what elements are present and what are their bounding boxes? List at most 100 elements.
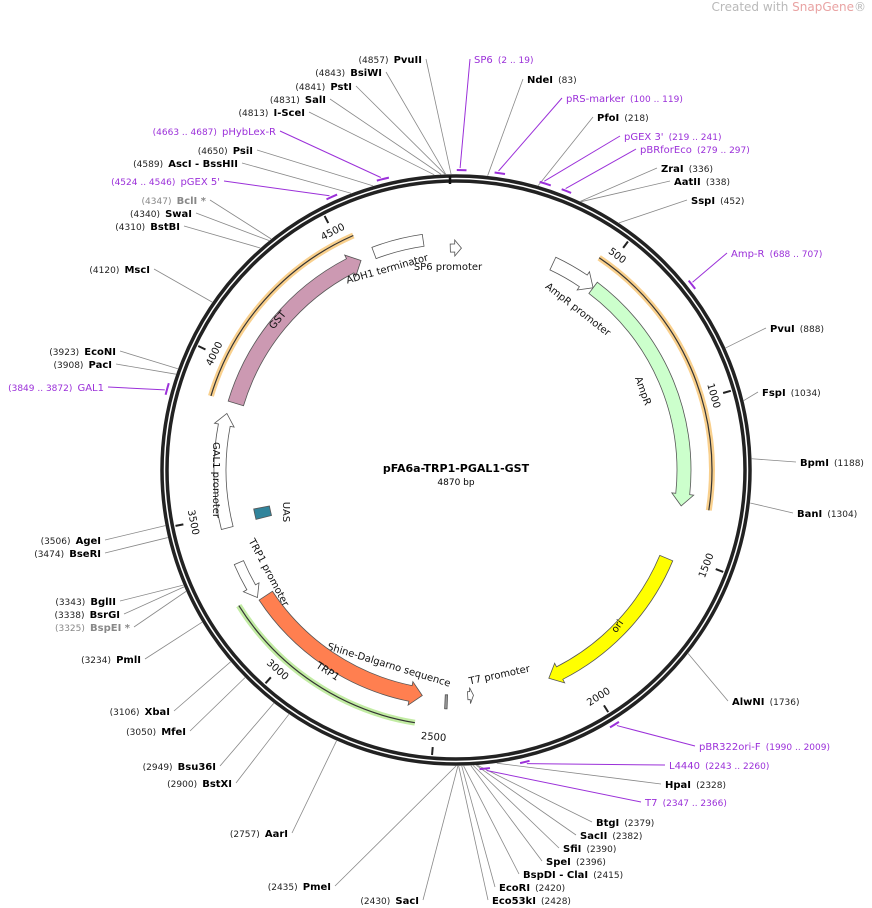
site-label[interactable]: (4813) I-SceI: [238, 101, 305, 120]
primer-mark: [376, 176, 390, 182]
site-line: [133, 591, 187, 628]
feature-trp1[interactable]: [258, 590, 423, 707]
site-label[interactable]: AatII (338): [674, 170, 730, 189]
site-label[interactable]: SacII (2382): [580, 824, 642, 843]
site-label[interactable]: SspI (452): [691, 189, 744, 208]
tick-mark: [715, 568, 724, 573]
site-label[interactable]: ZraI (336): [661, 157, 713, 176]
primer-mark: [609, 721, 620, 729]
site-label[interactable]: Eco53kI (2428): [492, 889, 571, 908]
site-label[interactable]: (4120) MscI: [89, 258, 150, 277]
feature-uas[interactable]: [253, 505, 272, 520]
site-label[interactable]: (4347) BclI *: [142, 189, 207, 208]
site-label[interactable]: EcoRI (2420): [499, 876, 565, 895]
site-label[interactable]: (4857) PvuII: [359, 48, 422, 67]
site-position: (2379): [624, 819, 654, 829]
site-label[interactable]: (4650) PsiI: [198, 139, 253, 158]
plasmid-name: pFA6a-TRP1-PGAL1-GST: [383, 462, 530, 475]
site-label[interactable]: NdeI (83): [527, 68, 577, 87]
primer-label[interactable]: pRS-marker (100 .. 119): [566, 87, 683, 106]
site-label[interactable]: (3325) BspEI *: [55, 616, 131, 635]
site-label[interactable]: PfoI (218): [597, 106, 649, 125]
site-label[interactable]: (4310) BstBI: [115, 215, 180, 234]
site-label[interactable]: BanI (1304): [797, 502, 857, 521]
primer-label[interactable]: pBR322ori-F (1990 .. 2009): [699, 735, 830, 754]
site-label[interactable]: (4831) SalI: [270, 88, 326, 107]
site-name: SacI: [395, 896, 419, 907]
site-position: (4843): [315, 69, 345, 79]
site-label[interactable]: (2435) PmeI: [268, 875, 331, 894]
site-name: SacII: [580, 831, 607, 842]
orf-line: [238, 605, 415, 724]
site-label[interactable]: BpmI (1188): [800, 451, 864, 470]
site-label[interactable]: BtgI (2379): [596, 811, 654, 830]
site-line: [687, 653, 729, 702]
site-name: NdeI: [527, 75, 553, 86]
backbone-outer: [160, 174, 752, 766]
primer-line: [279, 130, 382, 178]
site-line: [487, 78, 524, 176]
site-name: PmlI: [116, 655, 141, 666]
site-label[interactable]: (2949) Bsu36I: [143, 755, 216, 774]
primer-name: Amp-R: [731, 249, 765, 260]
site-label[interactable]: (3343) BglII: [55, 590, 116, 609]
site-label[interactable]: (4589) AscI - BssHII: [133, 152, 238, 171]
feature-ori[interactable]: [548, 554, 674, 684]
site-label[interactable]: (4340) SwaI: [130, 202, 192, 221]
site-line: [195, 212, 270, 241]
site-label[interactable]: BspDI - ClaI (2415): [523, 863, 623, 882]
site-label[interactable]: PvuI (888): [770, 317, 824, 336]
primer-label[interactable]: pBRforEco (279 .. 297): [640, 138, 750, 157]
orf-line: [210, 234, 354, 397]
feature-gst[interactable]: [227, 254, 362, 407]
feature-sp6-promoter[interactable]: [449, 238, 462, 258]
site-label[interactable]: (3474) BseRI: [34, 542, 101, 561]
site-name: ZraI: [661, 164, 684, 175]
site-position: (4120): [89, 266, 119, 276]
feature-trp1-promoter[interactable]: [233, 560, 260, 599]
primer-label[interactable]: T7 (2347 .. 2366): [644, 791, 727, 810]
site-label[interactable]: (2430) SacI: [360, 889, 419, 908]
primer-name: T7: [644, 798, 657, 809]
site-name: PvuII: [394, 55, 422, 66]
site-label[interactable]: SfiI (2390): [563, 837, 616, 856]
site-label[interactable]: (3234) PmlI: [81, 648, 141, 667]
site-label[interactable]: (3106) XbaI: [110, 700, 170, 719]
feature-ampr[interactable]: [588, 281, 695, 507]
site-label[interactable]: (3923) EcoNI: [49, 340, 116, 359]
site-name: PvuI: [770, 324, 795, 335]
site-line: [183, 225, 261, 249]
site-label[interactable]: FspI (1034): [762, 381, 821, 400]
site-name: AlwNI: [732, 697, 765, 708]
primer-name: pBRforEco: [640, 145, 692, 156]
feature-adh1-terminator[interactable]: [371, 233, 425, 260]
primer-label[interactable]: pGEX 3' (219 .. 241): [624, 125, 721, 144]
site-label[interactable]: (4843) BsiWI: [315, 61, 382, 80]
primer-label[interactable]: (4524 .. 4546) pGEX 5': [111, 170, 220, 189]
primer-label[interactable]: SP6 (2 .. 19): [474, 48, 534, 67]
site-line: [743, 391, 759, 401]
site-label[interactable]: (2757) AarI: [230, 822, 288, 841]
feature-shine-dalgarno-sequence[interactable]: [444, 694, 449, 710]
site-label[interactable]: (3050) MfeI: [126, 720, 186, 739]
primer-label[interactable]: Amp-R (688 .. 707): [731, 242, 822, 261]
site-label[interactable]: (4841) PstI: [295, 75, 352, 94]
primer-label[interactable]: (3849 .. 3872) GAL1: [8, 376, 104, 395]
site-label[interactable]: (2900) BstXI: [167, 772, 232, 791]
primer-line: [498, 97, 563, 172]
primer-label[interactable]: L4440 (2243 .. 2260): [669, 754, 769, 773]
site-name: SpeI: [546, 857, 571, 868]
site-label[interactable]: AlwNI (1736): [732, 690, 800, 709]
site-position: (1736): [770, 698, 800, 708]
site-label[interactable]: (3908) PacI: [54, 353, 113, 372]
site-position: (3338): [55, 611, 85, 621]
site-label[interactable]: (3338) BsrGI: [55, 603, 120, 622]
feature-gal1-promoter[interactable]: [213, 412, 235, 530]
feature-t7-promoter[interactable]: [467, 687, 474, 704]
primer-label[interactable]: (4663 .. 4687) pHybLex-R: [153, 120, 276, 139]
site-label[interactable]: HpaI (2328): [665, 773, 726, 792]
site-position: (2390): [586, 845, 616, 855]
site-label[interactable]: SpeI (2396): [546, 850, 606, 869]
site-label[interactable]: (3506) AgeI: [41, 529, 101, 548]
feature-ampr-promoter[interactable]: [549, 256, 594, 291]
